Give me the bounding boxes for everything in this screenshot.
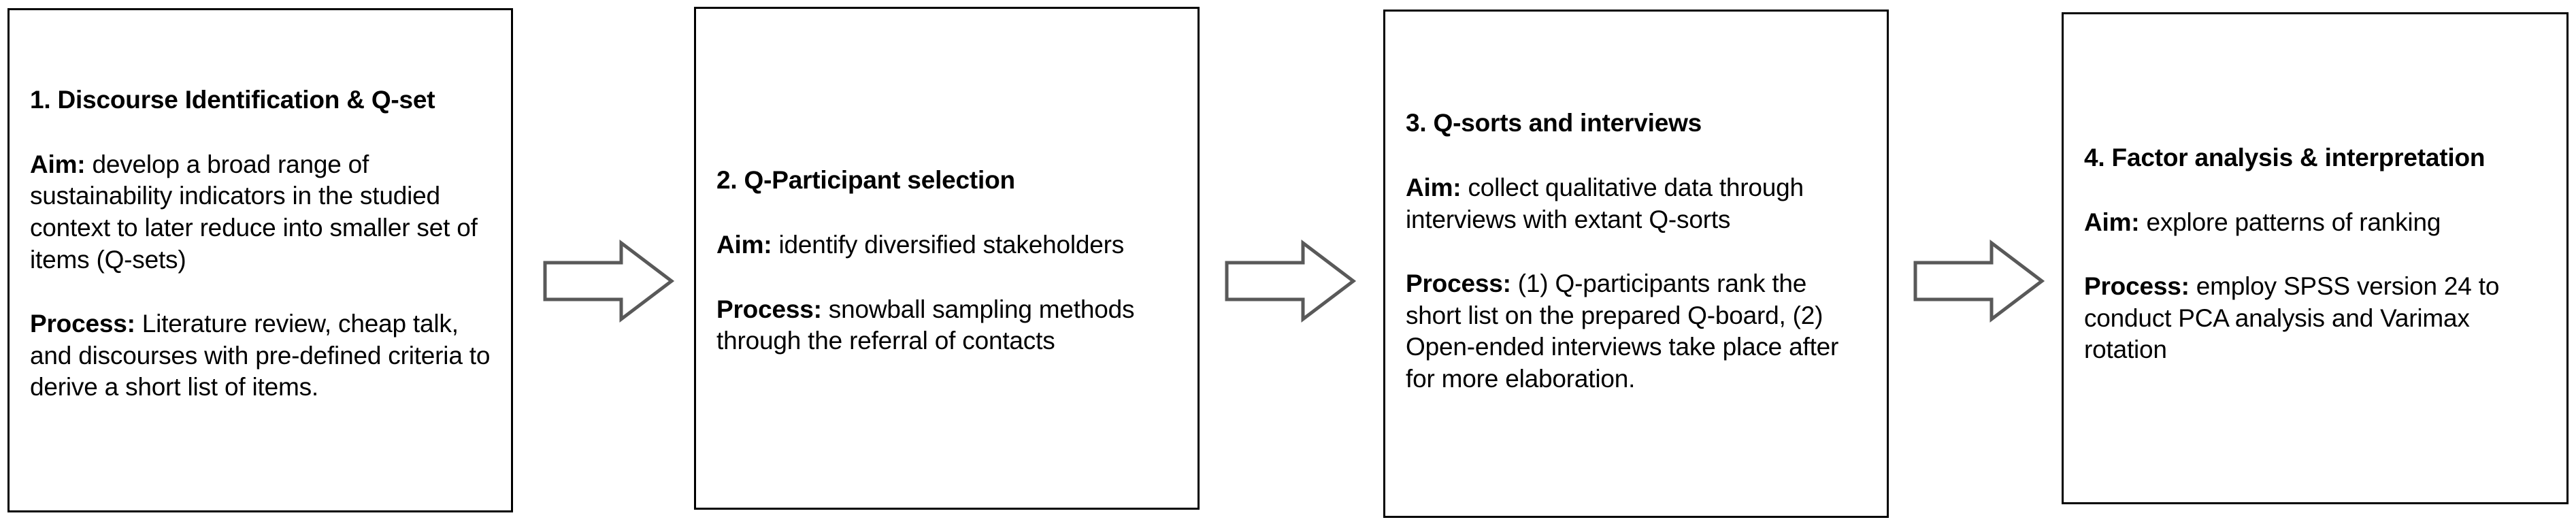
step-1-aim: Aim: develop a broad range of sustainabi… — [30, 149, 491, 276]
step-4-title: 4. Factor analysis & interpretation — [2084, 143, 2486, 171]
step-2-aim: Aim: identify diversified stakeholders — [716, 229, 1177, 261]
step-1-process: Process: Literature review, cheap talk, … — [30, 308, 491, 404]
step-3-aim-text: collect qualitative data through intervi… — [1406, 173, 1804, 233]
process-step-box-2: 2. Q-Participant selection Aim: identify… — [694, 7, 1200, 510]
step-4-process-label: Process: — [2084, 272, 2190, 301]
step-3-process-label: Process: — [1406, 269, 1511, 298]
step-4-process: Process: employ SPSS version 24 to condu… — [2084, 271, 2546, 366]
step-4-content: 4. Factor analysis & interpretation Aim:… — [2084, 142, 2546, 366]
step-1-aim-text: develop a broad range of sustainability … — [30, 150, 478, 274]
step-4-process-text: employ SPSS version 24 to conduct PCA an… — [2084, 272, 2500, 364]
process-step-box-1: 1. Discourse Identification & Q-set Aim:… — [7, 8, 513, 512]
step-2-process-label: Process: — [716, 295, 822, 323]
right-block-arrow-icon-3 — [1913, 239, 2045, 323]
step-2-aim-label: Aim: — [716, 230, 772, 259]
step-4-aim-label: Aim: — [2084, 208, 2140, 236]
step-3-aim: Aim: collect qualitative data through in… — [1406, 172, 1866, 235]
right-block-arrow-icon-2 — [1225, 239, 1357, 323]
right-block-arrow-icon-1 — [543, 239, 675, 323]
step-3-process: Process: (1) Q-participants rank the sho… — [1406, 268, 1866, 395]
step-3-aim-label: Aim: — [1406, 173, 1462, 201]
step-3-title: 3. Q-sorts and interviews — [1406, 109, 1702, 137]
step-2-content: 2. Q-Participant selection Aim: identify… — [716, 165, 1177, 357]
step-2-title: 2. Q-Participant selection — [716, 166, 1015, 195]
step-2-process-text: snowball sampling methods through the re… — [716, 295, 1135, 355]
step-1-aim-label: Aim: — [30, 150, 86, 178]
step-1-process-label: Process: — [30, 310, 135, 338]
step-2-process: Process: snowball sampling methods throu… — [716, 294, 1177, 357]
step-1-title: 1. Discourse Identification & Q-set — [30, 86, 435, 114]
step-2-aim-text: identify diversified stakeholders — [772, 230, 1125, 259]
step-4-aim-text: explore patterns of ranking — [2139, 208, 2441, 236]
step-1-content: 1. Discourse Identification & Q-set Aim:… — [30, 84, 491, 404]
step-3-process-text: (1) Q-participants rank the short list o… — [1406, 269, 1839, 393]
process-step-box-3: 3. Q-sorts and interviews Aim: collect q… — [1383, 10, 1889, 518]
process-step-box-4: 4. Factor analysis & interpretation Aim:… — [2062, 12, 2569, 504]
step-1-process-text: Literature review, cheap talk, and disco… — [30, 310, 491, 402]
step-3-content: 3. Q-sorts and interviews Aim: collect q… — [1406, 108, 1866, 395]
step-4-aim: Aim: explore patterns of ranking — [2084, 207, 2546, 239]
